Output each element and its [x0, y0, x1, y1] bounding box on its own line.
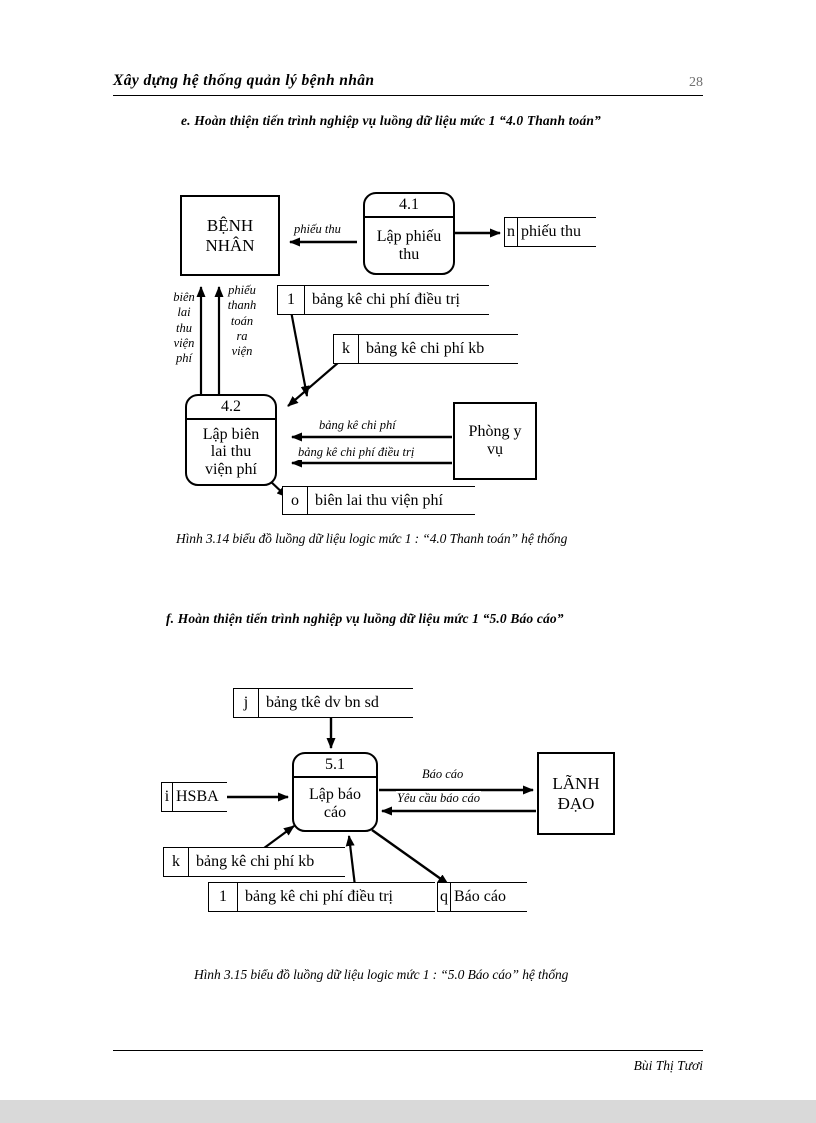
flow-label-phieu-thu: phiếu thu	[293, 222, 342, 237]
flow-label-bang-ke-chi-phi-dieu-tri: bảng kê chi phí điều trị	[297, 445, 416, 460]
entity-benh-nhan-line-1: BỆNH	[206, 216, 254, 236]
entity-lanh-dao-line-2: ĐẠO	[557, 793, 595, 813]
flow-label-yeu-cau-bao-cao: Yêu cầu báo cáo	[396, 791, 481, 806]
entity-benh-nhan: BỆNH NHÂN	[180, 195, 280, 276]
datastore-o-key: o	[282, 487, 308, 514]
entity-lanh-dao: LÃNH ĐẠO	[537, 752, 615, 835]
flow-label-bao-cao: Báo cáo	[421, 767, 465, 782]
footer-divider	[113, 1050, 703, 1051]
datastore-j-key: j	[233, 689, 259, 717]
process-5-1-body: Lập báo cáo	[294, 778, 376, 830]
datastore-j-bang-tke-dv-bn-sd: j bảng tkê dv bn sd	[233, 688, 413, 718]
flow-word: viện	[173, 335, 195, 350]
datastore-12-key: 1	[208, 883, 238, 911]
section-heading-e: e. Hoàn thiện tiến trình nghiệp vụ luồng…	[181, 113, 601, 128]
datastore-k2-key: k	[163, 848, 189, 876]
process-4-2-line-1: Lập biên	[202, 425, 260, 443]
datastore-i-label: HSBA	[176, 788, 219, 805]
datastore-n-label: phiếu thu	[521, 223, 581, 240]
flow-word: biên	[173, 290, 195, 304]
header-divider	[113, 95, 703, 96]
process-5-1-line-2: cáo	[323, 804, 347, 821]
flow-word: viện	[231, 344, 253, 358]
process-4-1-id: 4.1	[365, 194, 453, 218]
process-4-1-body: Lập phiếu thu	[365, 218, 453, 273]
process-5-1: 5.1 Lập báo cáo	[292, 752, 378, 832]
process-4-2-body: Lập biên lai thu viện phí	[187, 420, 275, 484]
datastore-k-label: bảng kê chi phí kb	[366, 340, 485, 357]
datastore-n-phieu-thu: n phiếu thu	[504, 217, 596, 247]
flow-label-phieu-thanh-toan-ra-vien: phiếu thanh toán ra viện	[222, 283, 262, 359]
flow-word: ra	[236, 328, 248, 343]
datastore-1-bang-ke-chi-phi-dieu-tri-2: 1 bảng kê chi phí điều trị	[208, 882, 435, 912]
figure-2-dfd-bao-cao: j bảng tkê dv bn sd 5.1 Lập báo cáo LÃNH…	[161, 688, 615, 912]
flow-word: phiếu	[228, 283, 256, 297]
flow-word: phí	[176, 351, 192, 365]
entity-phong-y-vu-line-2: vụ	[487, 441, 503, 458]
process-5-1-id: 5.1	[294, 754, 376, 778]
entity-benh-nhan-line-2: NHÂN	[205, 235, 255, 255]
datastore-k-key: k	[333, 335, 359, 363]
datastore-i-key: i	[161, 783, 173, 811]
process-4-2: 4.2 Lập biên lai thu viện phí	[185, 394, 277, 486]
datastore-q-label: Báo cáo	[454, 888, 506, 905]
flow-word: thanh	[227, 298, 257, 313]
datastore-12-label: bảng kê chi phí điều trị	[245, 888, 393, 905]
process-5-1-line-1: Lập báo	[309, 786, 361, 804]
datastore-k2-label: bảng kê chi phí kb	[196, 853, 315, 870]
flow-label-bang-ke-chi-phi: bảng kê chi phí	[318, 418, 397, 433]
datastore-q-key: q	[437, 883, 451, 911]
process-4-2-line-2: lai thu	[210, 443, 252, 461]
datastore-k-bang-ke-chi-phi-kb: k bảng kê chi phí kb	[333, 334, 518, 364]
figure-2-caption: Hình 3.15 biểu đồ luồng dữ liệu logic mứ…	[194, 967, 569, 982]
header-title: Xây dựng hệ thống quản lý bệnh nhân	[113, 72, 375, 89]
datastore-j-label: bảng tkê dv bn sd	[266, 694, 379, 711]
datastore-1-bang-ke-chi-phi-dieu-tri: 1 bảng kê chi phí điều trị	[277, 285, 489, 315]
entity-phong-y-vu-line-1: Phòng y	[468, 423, 522, 441]
datastore-n-key: n	[504, 218, 518, 246]
process-4-1: 4.1 Lập phiếu thu	[363, 192, 455, 275]
entity-phong-y-vu: Phòng y vụ	[453, 402, 537, 480]
section-heading-f: f. Hoàn thiện tiến trình nghiệp vụ luồng…	[166, 611, 564, 626]
datastore-o-label: biên lai thu viện phí	[315, 491, 443, 509]
entity-lanh-dao-line-1: LÃNH	[552, 774, 600, 794]
datastore-q-bao-cao: q Báo cáo	[437, 882, 527, 912]
process-4-2-id: 4.2	[187, 396, 275, 420]
process-4-1-line-1: Lập phiếu	[376, 227, 442, 245]
flow-word: lai	[177, 305, 191, 320]
datastore-o-bien-lai-thu-vien-phi: o biên lai thu viện phí	[282, 486, 475, 515]
datastore-i-hsba: i HSBA	[161, 782, 227, 812]
figure-1-dfd-thanh-toan: BỆNH NHÂN 4.1 Lập phiếu thu n phiếu thu …	[0, 0, 816, 560]
page-bottom-margin	[0, 1100, 816, 1123]
flow-word: thu	[176, 320, 192, 335]
page-content-area: Xây dựng hệ thống quản lý bệnh nhân 28 e…	[0, 0, 816, 1073]
process-4-2-line-3: viện phí	[205, 460, 257, 478]
datastore-1-key: 1	[277, 286, 305, 314]
footer-author: Bùi Thị Tươi	[633, 1058, 703, 1073]
flow-label-bien-lai-thu-vien-phi: biên lai thu viện phí	[168, 290, 200, 366]
datastore-1-label: bảng kê chi phí điều trị	[312, 291, 460, 308]
flow-word: toán	[230, 313, 254, 328]
datastore-k-bang-ke-chi-phi-kb-2: k bảng kê chi phí kb	[163, 847, 345, 877]
process-4-1-line-2: thu	[398, 245, 420, 263]
page-number: 28	[689, 75, 703, 90]
figure-1-caption: Hình 3.14 biểu đồ luồng dữ liệu logic mứ…	[176, 531, 568, 546]
